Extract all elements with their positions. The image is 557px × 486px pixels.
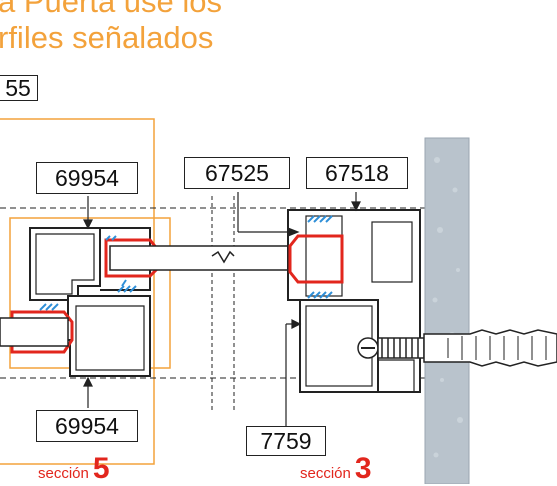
- section-3-gaskets: [307, 215, 333, 299]
- wall: [425, 138, 469, 484]
- profile-label-67518: 67518: [306, 157, 408, 189]
- profile-label-69954-top: 69954: [36, 162, 138, 194]
- section-5-word: sección: [38, 465, 89, 482]
- profile-label-67525: 67525: [184, 157, 290, 189]
- profile-label-7759: 7759: [246, 426, 326, 456]
- section-5-number: 5: [92, 452, 110, 485]
- section-3-word: sección: [300, 465, 351, 482]
- section-5-gaskets: [39, 235, 137, 311]
- profile-label-69954-bottom: 69954: [36, 410, 138, 442]
- code-label-55: 55: [0, 75, 38, 101]
- heading-line-1: a Puerta use los: [0, 0, 223, 19]
- glass-pane-left: [0, 317, 69, 347]
- screw-anchor: [357, 329, 557, 367]
- section-3-number: 3: [354, 452, 372, 485]
- section-3-seal: [288, 234, 344, 284]
- heading-line-2: rfiles señalados: [0, 20, 214, 55]
- section-5-outer-frame: [0, 118, 155, 465]
- section-5-seal-bottom: [10, 310, 74, 354]
